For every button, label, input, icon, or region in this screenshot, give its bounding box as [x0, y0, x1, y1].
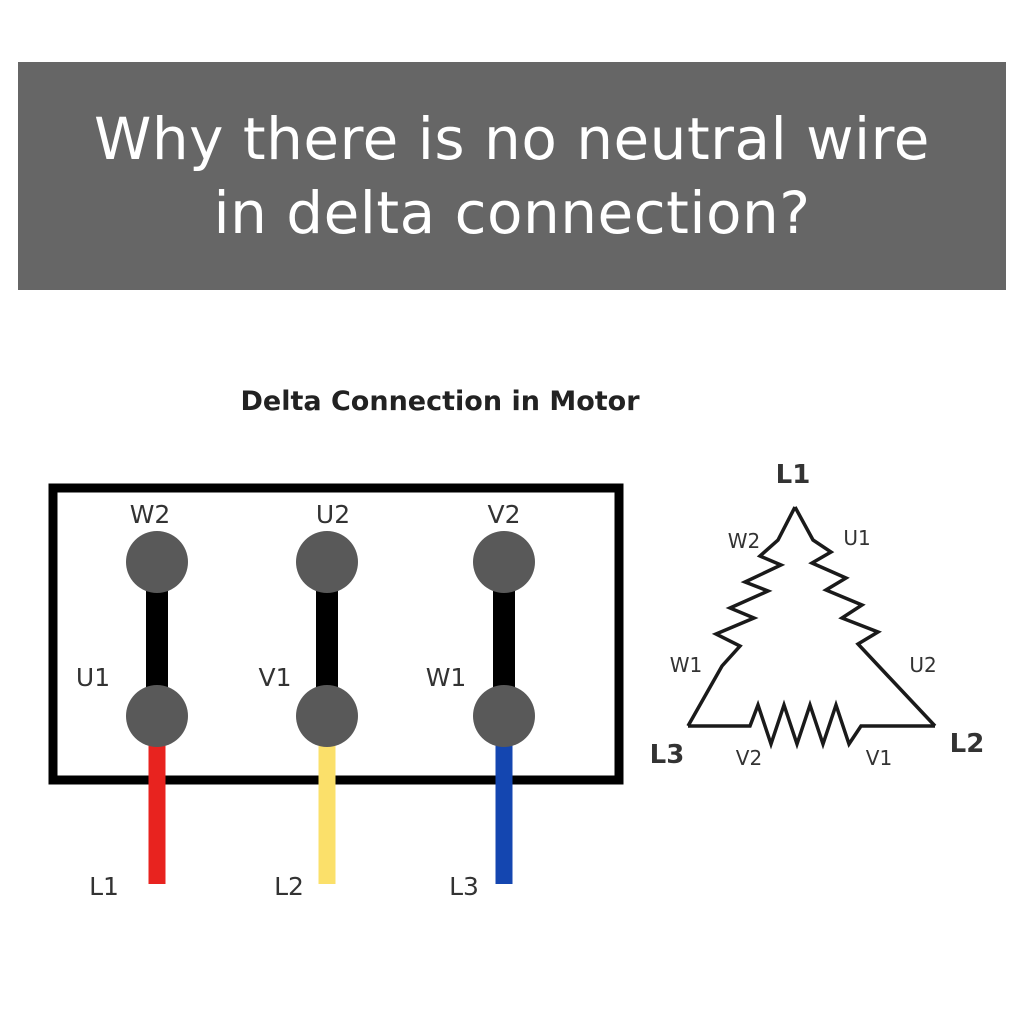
label-top-u2: U2 [316, 500, 350, 529]
tri-label-w2: W2 [728, 529, 761, 553]
terminal-w2 [126, 531, 188, 593]
diagram-title: Delta Connection in Motor [240, 386, 640, 417]
node-l3: L3 [650, 740, 685, 770]
title-line-1: Why there is no neutral wire [94, 105, 930, 173]
label-top-v2: V2 [487, 500, 520, 529]
terminal-v1 [296, 685, 358, 747]
title-line-2: in delta connection? [213, 179, 811, 247]
label-line-l2: L2 [274, 872, 304, 901]
label-line-l3: L3 [449, 872, 479, 901]
node-l2: L2 [950, 729, 985, 759]
label-line-l1: L1 [89, 872, 119, 901]
tri-label-w1: W1 [670, 653, 703, 677]
link-bar [316, 562, 338, 714]
terminal-w1 [473, 685, 535, 747]
node-l1: L1 [776, 460, 811, 490]
winding-w [686, 506, 797, 727]
tri-label-u2: U2 [909, 653, 936, 677]
terminal-v2 [473, 531, 535, 593]
label-top-w2: W2 [130, 500, 171, 529]
link-bar [493, 562, 515, 714]
terminal-column-2: U2 V1 L2 [258, 500, 358, 901]
terminal-u2 [296, 531, 358, 593]
terminal-u1 [126, 685, 188, 747]
terminal-box [48, 483, 624, 785]
tri-label-u1: U1 [843, 526, 870, 550]
tri-label-v2: V2 [736, 746, 762, 770]
label-bottom-u1: U1 [76, 663, 110, 692]
link-bar [146, 562, 168, 714]
winding-v [688, 699, 935, 750]
label-bottom-v1: V1 [258, 663, 291, 692]
label-bottom-w1: W1 [426, 663, 467, 692]
delta-triangle [686, 506, 937, 750]
terminal-column-1: W2 U1 L1 [76, 500, 188, 901]
tri-label-v1: V1 [866, 746, 892, 770]
title-banner: Why there is no neutral wire in delta co… [18, 62, 1006, 290]
terminal-column-3: V2 W1 L3 [426, 500, 535, 901]
winding-u [793, 506, 937, 728]
